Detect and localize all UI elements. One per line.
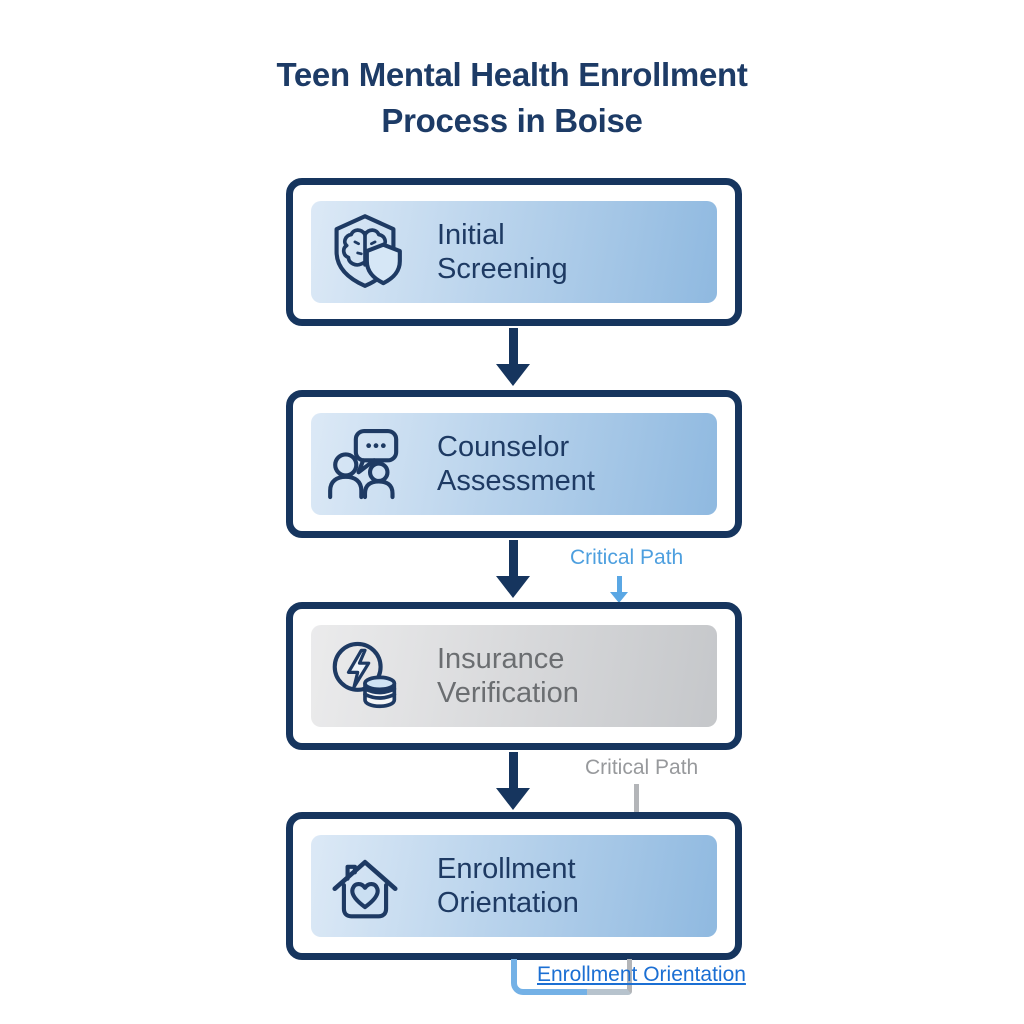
step-3-label-line1: Insurance <box>437 643 565 675</box>
step-enrollment-orientation-label: Enrollment Orientation <box>437 852 579 920</box>
flow-arrow-3-stem <box>509 752 518 789</box>
step-enrollment-orientation: Enrollment Orientation <box>286 812 742 960</box>
step-enrollment-orientation-panel: Enrollment Orientation <box>311 835 717 937</box>
step-4-label-line1: Enrollment <box>437 853 576 885</box>
footer-connector-gray <box>587 959 632 995</box>
home-heart-icon <box>321 842 409 930</box>
page-title-line2: Process in Boise <box>381 102 643 140</box>
brain-shield-icon <box>321 208 409 296</box>
footer-connector-blue <box>511 959 587 995</box>
critical-path-connector-gray <box>634 784 639 812</box>
step-initial-screening: Initial Screening <box>286 178 742 326</box>
step-2-label-line1: Counselor <box>437 431 570 463</box>
step-4-label-line2: Orientation <box>437 887 579 919</box>
step-insurance-verification-label: Insurance Verification <box>437 642 579 710</box>
critical-path-arrow-blue-head <box>610 592 628 603</box>
step-initial-screening-panel: Initial Screening <box>311 201 717 303</box>
step-counselor-assessment-label: Counselor Assessment <box>437 430 595 498</box>
flow-arrow-1-head <box>496 364 530 386</box>
critical-path-arrow-blue-stem <box>617 576 622 593</box>
lightning-coins-icon <box>321 632 409 720</box>
flow-arrow-2-head <box>496 576 530 598</box>
page-title: Teen Mental Health Enrollment Process in… <box>0 52 1024 144</box>
flow-arrow-1-stem <box>509 328 518 365</box>
critical-path-label-blue: Critical Path <box>570 546 684 569</box>
critical-path-label-gray: Critical Path <box>585 756 699 779</box>
flow-arrow-3 <box>496 752 530 810</box>
counselor-chat-icon <box>321 420 409 508</box>
flow-arrow-3-head <box>496 788 530 810</box>
enrollment-orientation-link[interactable]: Enrollment Orientation <box>537 963 746 986</box>
step-counselor-assessment-panel: Counselor Assessment <box>311 413 717 515</box>
step-2-label-line2: Assessment <box>437 465 595 497</box>
step-insurance-verification-panel: Insurance Verification <box>311 625 717 727</box>
step-insurance-verification: Insurance Verification <box>286 602 742 750</box>
flow-arrow-2 <box>496 540 530 598</box>
flow-arrow-1 <box>496 328 530 386</box>
step-1-label-line1: Initial <box>437 219 505 251</box>
flow-arrow-2-stem <box>509 540 518 577</box>
step-3-label-line2: Verification <box>437 677 579 709</box>
critical-path-arrow-blue <box>610 576 628 604</box>
step-counselor-assessment: Counselor Assessment <box>286 390 742 538</box>
step-1-label-line2: Screening <box>437 253 568 285</box>
page-title-line1: Teen Mental Health Enrollment <box>276 56 748 94</box>
step-initial-screening-label: Initial Screening <box>437 218 568 286</box>
